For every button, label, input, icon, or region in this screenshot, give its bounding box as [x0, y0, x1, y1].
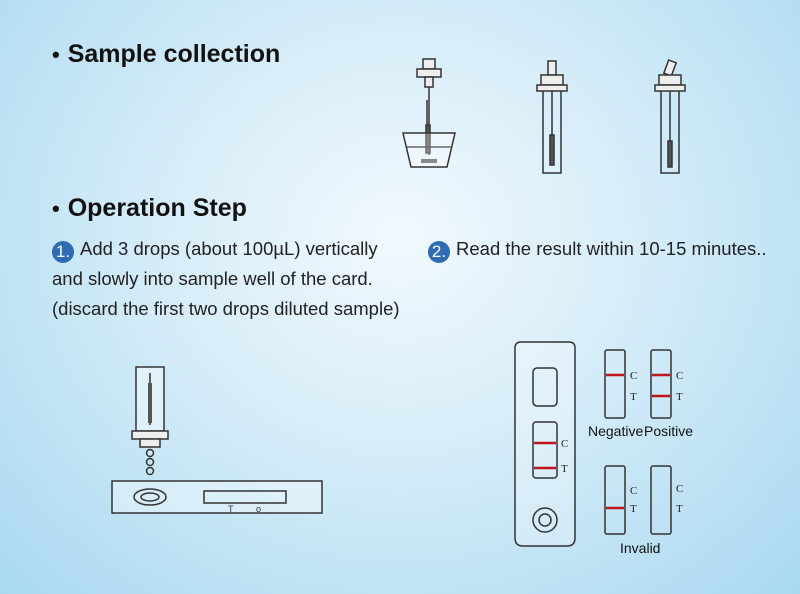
invalid-result-strip: [650, 465, 672, 535]
svg-text:C: C: [630, 370, 637, 382]
svg-text:T: T: [676, 391, 683, 403]
drop-icon: [145, 466, 155, 476]
sample-collection-heading: •Sample collection: [52, 40, 281, 68]
svg-text:C: C: [561, 438, 568, 450]
test-card: [111, 480, 323, 514]
bullet-icon: •: [52, 42, 60, 67]
svg-text:o: o: [256, 504, 261, 514]
invalid-label: Invalid: [620, 540, 661, 556]
add-drops-illustration: T o: [111, 366, 323, 514]
drop-icon: [145, 457, 155, 467]
tube-in-cup-figure: [402, 58, 456, 168]
step-2-text: 2.Read the result within 10-15 minutes..: [428, 234, 788, 264]
operation-step-heading: •Operation Step: [52, 194, 247, 222]
step-1-number-badge: 1.: [52, 241, 74, 263]
sample-collection-illustration: [402, 58, 686, 174]
step-1-text: 1.Add 3 drops (about 100µL) vertically a…: [52, 238, 400, 319]
negative-label: Negative: [588, 423, 644, 439]
cassette-sample-well: [532, 507, 558, 533]
sample-well: [133, 488, 167, 506]
invalid-result-strip: [604, 465, 626, 535]
tube-with-swab-figure: [536, 60, 568, 174]
svg-text:C: C: [630, 485, 637, 497]
positive-result-strip: [650, 349, 672, 419]
test-cassette: [514, 341, 576, 547]
cassette-result-window: [532, 421, 558, 479]
step-2-number-badge: 2.: [428, 241, 450, 263]
drop-icon: [145, 448, 155, 458]
bullet-icon: •: [52, 196, 60, 221]
result-interpretation-diagram: C T C T C T C T C T: [514, 341, 683, 547]
svg-text:C: C: [676, 483, 683, 495]
tube-with-tilted-cap-figure: [654, 59, 686, 174]
svg-text:T: T: [561, 463, 568, 475]
cassette-top-window: [532, 367, 558, 407]
svg-text:T: T: [676, 503, 683, 515]
svg-text:C: C: [676, 370, 683, 382]
negative-result-strip: [604, 349, 626, 419]
positive-label: Positive: [644, 423, 694, 439]
result-window: [203, 490, 287, 504]
svg-text:T: T: [228, 504, 234, 514]
svg-text:T: T: [630, 503, 637, 515]
svg-text:T: T: [630, 391, 637, 403]
